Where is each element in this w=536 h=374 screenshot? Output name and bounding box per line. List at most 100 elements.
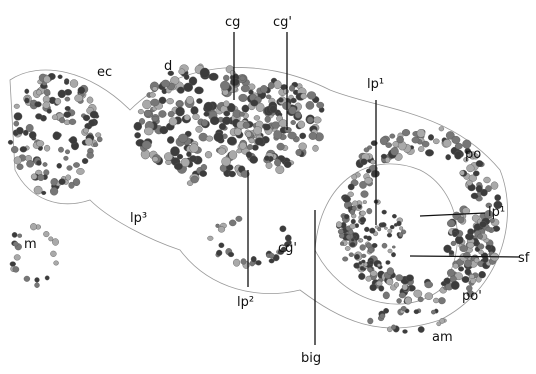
cell-nucleus xyxy=(12,241,19,247)
cell-nucleus xyxy=(349,223,356,230)
cell-nucleus xyxy=(380,153,388,160)
cell-nucleus xyxy=(190,106,199,115)
cell-nucleus xyxy=(387,228,393,234)
cell-nucleus xyxy=(362,200,367,205)
cell-nucleus xyxy=(190,175,199,184)
cell-nucleus xyxy=(450,280,460,290)
cell-nucleus xyxy=(68,118,77,125)
cell-nucleus xyxy=(262,123,271,131)
cell-nucleus xyxy=(342,195,351,203)
cell-nucleus xyxy=(305,101,315,110)
cell-nucleus xyxy=(167,110,175,118)
cell-nucleus xyxy=(64,96,71,102)
cell-nucleus xyxy=(35,113,43,120)
cell-nucleus xyxy=(64,149,70,155)
cell-nucleus xyxy=(34,101,42,108)
cell-nucleus xyxy=(394,282,400,288)
cell-nucleus xyxy=(203,111,210,117)
cell-nucleus xyxy=(228,170,236,178)
cell-nucleus xyxy=(138,118,146,125)
cell-nucleus xyxy=(279,225,287,233)
cell-nucleus xyxy=(472,170,480,177)
label-lp3: lp³ xyxy=(130,211,147,226)
cell-nucleus xyxy=(447,219,456,228)
cell-nucleus xyxy=(401,283,408,291)
cell-nucleus xyxy=(295,149,302,156)
cell-nucleus xyxy=(149,92,156,98)
tissue-section xyxy=(7,63,508,334)
cell-nucleus xyxy=(358,272,366,280)
cell-nucleus xyxy=(350,218,356,225)
cell-nucleus xyxy=(300,93,307,100)
cell-nucleus xyxy=(385,260,391,265)
cell-nucleus xyxy=(477,243,485,250)
cell-nucleus xyxy=(386,278,394,286)
cell-nucleus xyxy=(186,151,192,157)
cell-nucleus xyxy=(428,134,435,141)
cell-nucleus xyxy=(391,245,396,249)
cell-nucleus xyxy=(277,97,284,103)
cell-nucleus xyxy=(348,252,354,257)
cell-nucleus xyxy=(452,231,458,238)
label-am: am xyxy=(432,330,453,345)
cell-nucleus xyxy=(82,127,89,134)
cell-nucleus xyxy=(494,194,502,202)
cell-nucleus xyxy=(473,257,480,264)
cell-nucleus xyxy=(368,260,374,265)
cell-nucleus xyxy=(370,159,376,165)
cell-nucleus xyxy=(390,146,399,156)
cell-nucleus xyxy=(240,170,250,178)
cell-nucleus xyxy=(199,170,207,177)
cell-nucleus xyxy=(459,170,465,176)
cell-nucleus xyxy=(218,122,227,131)
cell-nucleus xyxy=(369,284,377,292)
cell-nucleus xyxy=(276,142,285,151)
cell-nucleus xyxy=(58,178,66,185)
cell-nucleus xyxy=(312,144,319,152)
cell-nucleus xyxy=(274,158,282,167)
cell-nucleus xyxy=(430,309,436,315)
cell-nucleus xyxy=(417,326,425,333)
cell-nucleus xyxy=(74,94,84,103)
cell-nucleus xyxy=(13,254,21,261)
cell-nucleus xyxy=(36,89,42,96)
cell-nucleus xyxy=(235,215,243,222)
cell-nucleus xyxy=(384,157,391,163)
cell-nucleus xyxy=(468,274,475,280)
cell-nucleus xyxy=(359,216,367,223)
cell-nucleus xyxy=(298,142,307,151)
cell-nucleus xyxy=(463,157,469,163)
cell-nucleus xyxy=(42,101,51,109)
cell-nucleus xyxy=(344,214,350,220)
cell-nucleus xyxy=(142,99,152,110)
cell-nucleus xyxy=(284,126,292,133)
cell-nucleus xyxy=(351,174,358,181)
cell-nucleus xyxy=(50,250,57,257)
cell-nucleus xyxy=(223,74,230,82)
cell-nucleus xyxy=(43,144,51,152)
cell-nucleus xyxy=(308,132,317,140)
cell-nucleus xyxy=(288,106,297,115)
cell-nucleus xyxy=(344,246,351,251)
cell-nucleus xyxy=(347,183,355,191)
cell-nucleus xyxy=(472,153,479,160)
cell-nucleus xyxy=(58,146,64,153)
cell-nucleus xyxy=(264,116,271,123)
cell-nucleus xyxy=(245,151,253,159)
cell-nucleus xyxy=(189,143,199,153)
cell-nucleus xyxy=(23,275,31,282)
cell-nucleus xyxy=(454,142,463,150)
cell-nucleus xyxy=(478,271,486,279)
cell-nucleus xyxy=(367,317,374,325)
cell-nucleus xyxy=(359,238,364,243)
cell-nucleus xyxy=(283,160,292,169)
cell-nucleus xyxy=(228,150,238,160)
cell-nucleus xyxy=(386,232,393,238)
cell-nucleus xyxy=(391,324,397,330)
cell-nucleus xyxy=(313,116,322,124)
cell-nucleus xyxy=(359,244,366,251)
cell-nucleus xyxy=(367,267,373,272)
cell-nucleus xyxy=(221,156,231,167)
cell-nucleus xyxy=(209,116,220,126)
cell-nucleus xyxy=(395,274,404,282)
